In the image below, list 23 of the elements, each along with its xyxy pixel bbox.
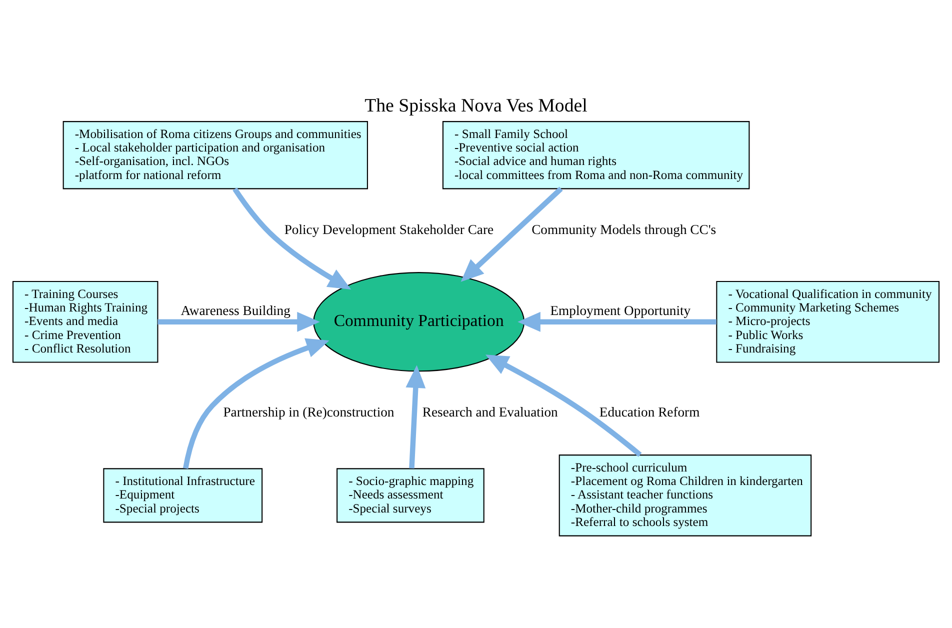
node-box: - Vocational Qualification in community - Community Marketing Schemes - Micro-projects - Public Works - Fundraising [716,280,940,363]
arrow [406,365,426,469]
node-ellipse: Community Participation [313,272,525,372]
arrow [158,312,320,332]
node-box: - Institutional Infrastructure -Equipment -Special projects [103,468,263,523]
edge-label: Education Reform [599,404,700,420]
arrow [183,338,330,469]
edge-label: Awareness Building [180,302,290,318]
edge-label: Research and Evaluation [422,404,558,420]
edge-label: Policy Development Stakeholder Care [284,222,494,238]
node-box: - Small Family School -Preventive social action -Social advice and human rights -local committees from Roma and non-Roma community [442,121,750,190]
arrow [460,186,563,282]
node-box: -Pre-school curriculum -Placement og Roma Children in kindergarten - Assistant teacher functions -Mother-child programmes -Referral to schools system [558,454,812,536]
arrow [232,188,352,290]
arrow [485,354,642,457]
edge-label: Community Models through CC's [532,222,716,238]
node-box: -Mobilisation of Roma citizens Groups and communities - Local stakeholder participation and organisation -Self-organisation, incl. NGOs -platform for national reform [62,121,368,190]
arrow [518,312,716,332]
edge-label: Partnership in (Re)construction [223,404,394,420]
node-box: - Training Courses -Human Rights Training -Events and media - Crime Prevention - Conflict Resolution [12,280,158,363]
diagram-title: The Spisska Nova Ves Model [364,95,588,116]
node-box: - Socio-graphic mapping -Needs assessment -Special surveys [336,468,484,523]
edge-label: Employment Opportunity [550,302,691,318]
